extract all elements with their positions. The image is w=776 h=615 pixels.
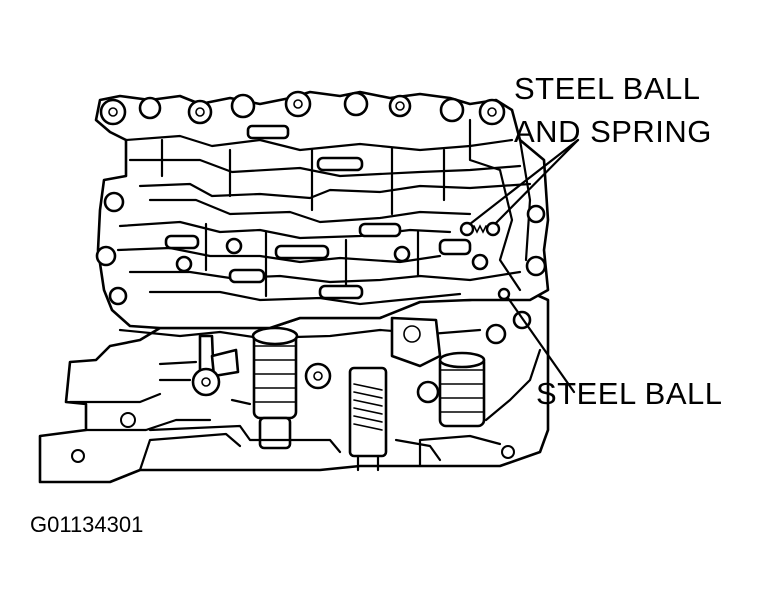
callout-steel-ball: STEEL BALL	[536, 376, 723, 411]
leader-line-steel-ball	[506, 296, 576, 394]
figure-id-label: G01134301	[30, 512, 144, 537]
callout-steel-ball-and-spring-line2: AND SPRING	[514, 114, 712, 149]
spring-plunger	[348, 366, 388, 458]
callout-leader-lines	[468, 138, 580, 394]
steel-ball-part	[497, 287, 511, 301]
top-bolt-bosses	[99, 90, 506, 126]
callout-steel-ball-and-spring-line1: STEEL BALL	[514, 71, 701, 106]
valve-body-upper-casting	[94, 90, 550, 330]
lower-valve-section	[118, 310, 542, 472]
leader-line-ball-and-spring-1	[468, 138, 580, 226]
leader-line-ball-and-spring-2	[494, 138, 580, 225]
steel-ball-and-spring-part	[459, 221, 501, 237]
side-bolt-bosses	[95, 191, 547, 306]
